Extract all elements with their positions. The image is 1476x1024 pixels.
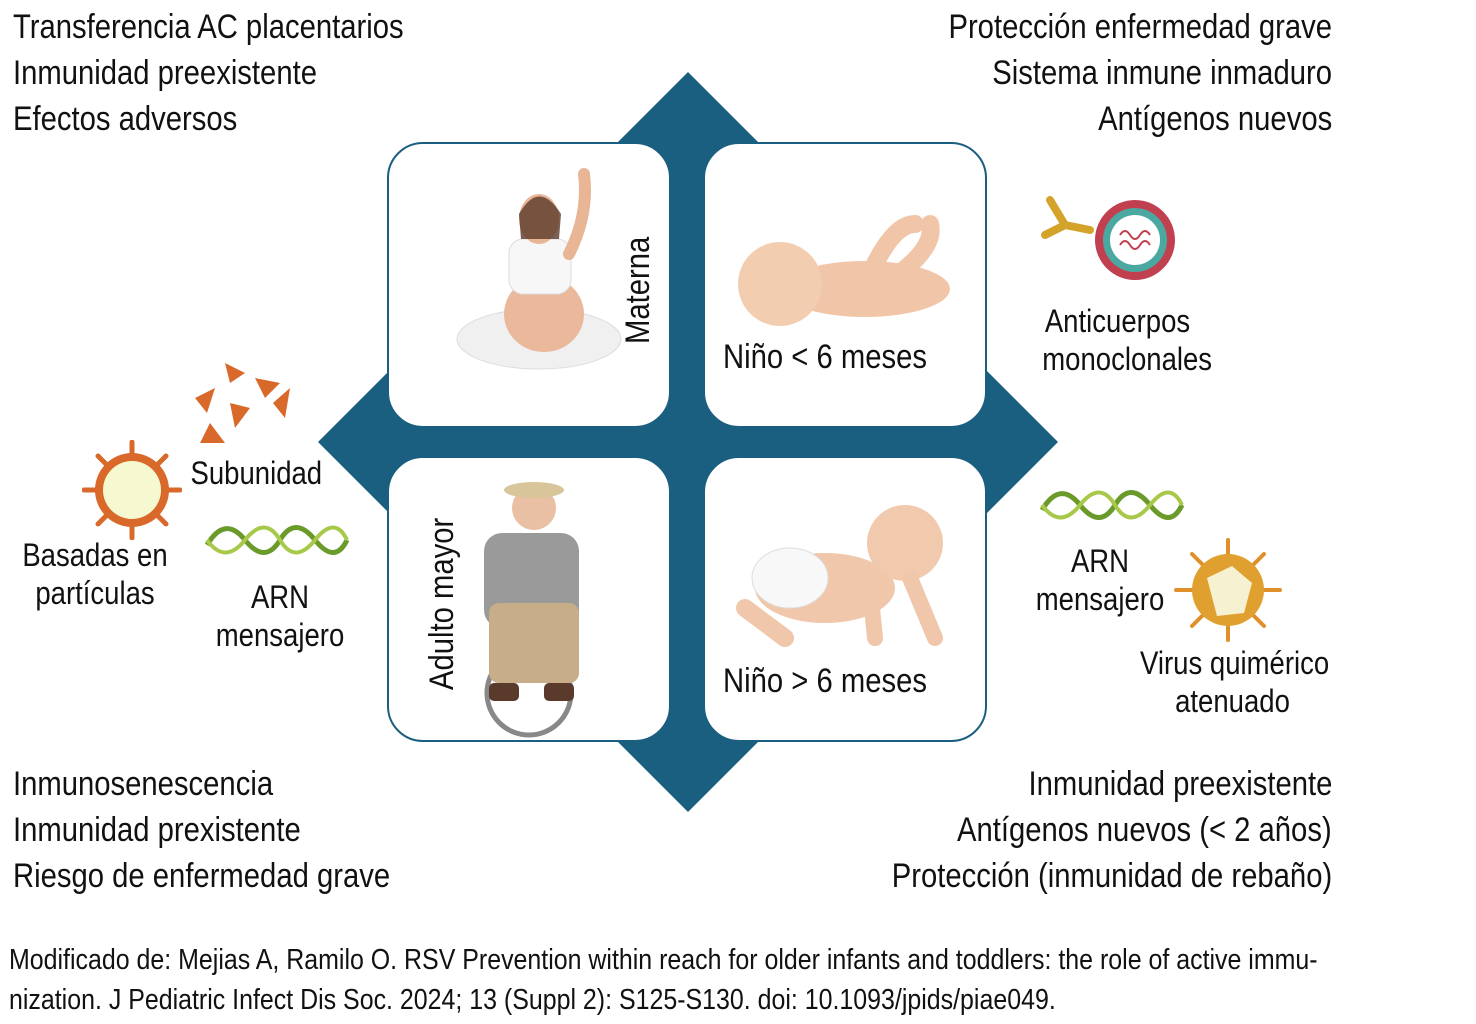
note-infant-1: Protección enfermedad grave <box>948 8 1332 46</box>
elderly-man-wheelchair-image <box>484 482 579 738</box>
label-subunit: Subunidad <box>190 455 323 491</box>
label-mrna-right-2: mensajero <box>1035 581 1165 617</box>
label-mrna-right-1: ARN <box>1070 543 1130 579</box>
note-elderly-1: Inmunosenescencia <box>13 765 274 803</box>
note-toddler-1: Inmunidad preexistente <box>1028 765 1332 803</box>
label-infant-under-6m: Niño < 6 meses <box>723 338 927 376</box>
label-mrna-left-1: ARN <box>250 579 310 615</box>
label-elderly: Adulto mayor <box>423 517 461 690</box>
label-materna: Materna <box>619 236 657 344</box>
note-toddler-2: Antígenos nuevos (< 2 años) <box>957 811 1332 849</box>
note-infant-2: Sistema inmune inmaduro <box>992 54 1332 92</box>
panel-infant-over-6m: Niño > 6 meses <box>703 456 987 742</box>
citation-line-1: Modificado de: Mejias A, Ramilo O. RSV P… <box>9 944 1318 976</box>
note-elderly-3: Riesgo de enfermedad grave <box>13 857 391 895</box>
chimeric-virus-icon <box>1174 538 1282 642</box>
label-infant-over-6m: Niño > 6 meses <box>723 662 927 700</box>
label-particles-2: partículas <box>35 575 155 611</box>
mrna-right-icon <box>1040 490 1185 520</box>
panel-infant-under-6m: Niño < 6 meses <box>703 142 987 428</box>
virus-like-particle-icon <box>82 440 182 540</box>
label-chimeric-2: atenuado <box>1175 683 1290 719</box>
citation-line-2: nization. J Pediatric Infect Dis Soc. 20… <box>9 984 1056 1016</box>
label-mab-1: Anticuerpos <box>1044 303 1191 339</box>
label-chimeric-1: Virus quimérico <box>1140 645 1330 681</box>
newborn-image <box>738 215 950 326</box>
pregnant-woman-image <box>456 168 622 370</box>
note-infant-3: Antígenos nuevos <box>1097 100 1332 138</box>
panel-elderly: Adulto mayor <box>387 456 671 742</box>
note-materna-2: Inmunidad preexistente <box>13 54 317 92</box>
monoclonal-antibody-virus-icon <box>1041 196 1175 280</box>
label-particles-1: Basadas en <box>22 537 168 573</box>
note-materna-3: Efectos adversos <box>13 100 238 138</box>
mrna-left-icon <box>205 525 350 555</box>
label-mrna-left-2: mensajero <box>215 617 345 653</box>
note-elderly-2: Inmunidad prexistente <box>13 811 301 849</box>
subunit-fragments-icon <box>195 363 290 443</box>
label-mab-2: monoclonales <box>1042 341 1213 377</box>
panel-materna: Materna <box>387 142 671 428</box>
note-toddler-3: Protección (inmunidad de rebaño) <box>891 857 1332 895</box>
crawling-baby-image <box>736 505 943 647</box>
note-materna-1: Transferencia AC placentarios <box>13 8 404 46</box>
